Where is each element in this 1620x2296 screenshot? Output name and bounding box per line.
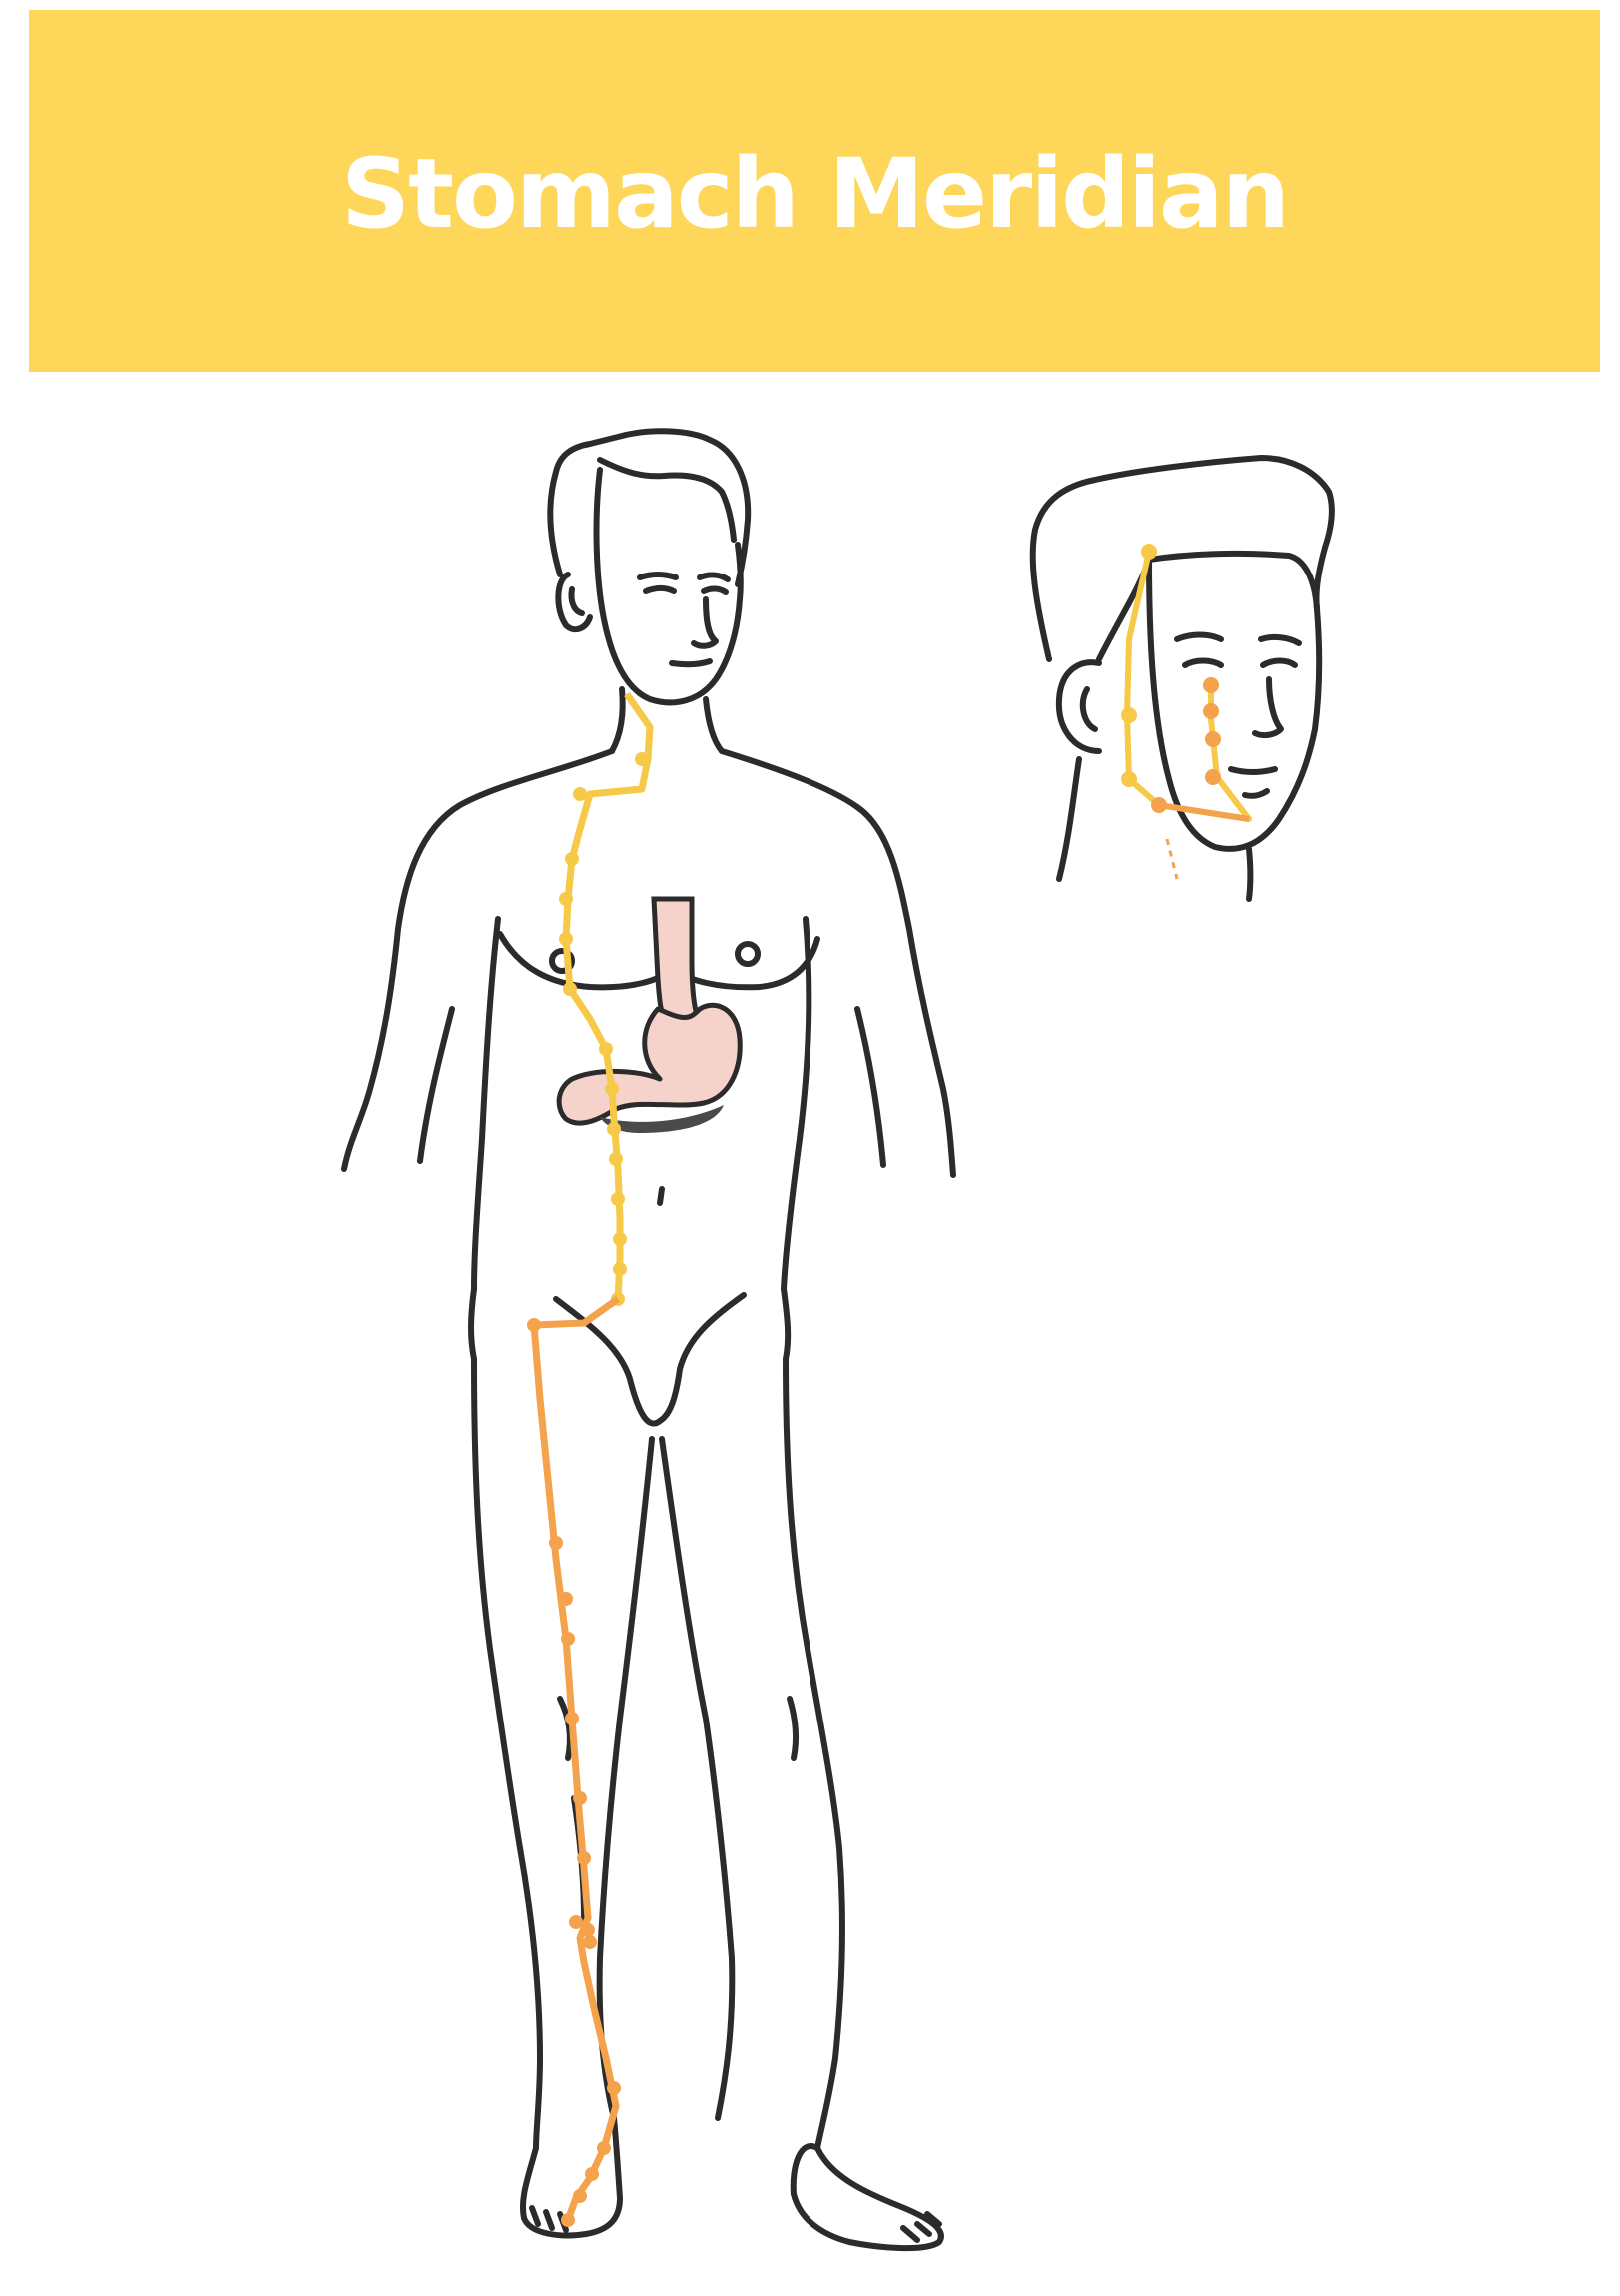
meridian-points-upper <box>559 752 649 1306</box>
body-brow-left <box>640 574 676 577</box>
body-navel <box>660 1189 662 1203</box>
body-face-outline <box>597 470 741 702</box>
head-nose <box>1255 679 1281 735</box>
body-neck-right <box>706 699 722 751</box>
body-hair-line <box>600 460 734 540</box>
body-knee-right <box>790 1699 796 1758</box>
body-eye-left <box>646 588 674 591</box>
body-hair-outline <box>550 431 748 584</box>
body-eye-right <box>704 588 726 592</box>
body-leg-outer-left <box>474 1359 540 2148</box>
body-ear-inner <box>571 589 582 613</box>
head-mouth <box>1231 769 1275 772</box>
body-arm-inner-left <box>420 1009 452 1161</box>
body-nipple-right <box>738 944 758 964</box>
body-torso-left <box>474 919 498 1289</box>
head-meridian-dash <box>1167 839 1177 879</box>
full-body-figure-icon <box>344 431 953 2248</box>
head-brow-right <box>1261 637 1299 643</box>
meridian-path-upper <box>559 694 650 1306</box>
head-meridian-line-lower <box>1159 805 1249 819</box>
body-hip-right <box>784 1289 788 1359</box>
body-leg-inner-left <box>600 1439 652 2118</box>
head-eye-left <box>1185 661 1221 666</box>
body-groin <box>556 1295 744 1424</box>
body-foot-right <box>794 2146 941 2248</box>
esophagus <box>654 899 700 1025</box>
head-eye-right <box>1263 661 1295 666</box>
body-nose <box>694 599 716 646</box>
body-arm-inner-right <box>857 1009 883 1165</box>
stomach-body <box>559 1005 740 1123</box>
body-mouth <box>672 661 710 664</box>
head-ear <box>1059 662 1099 751</box>
body-brow-right <box>700 575 728 579</box>
head-meridian-line <box>1127 552 1249 819</box>
body-neck-left <box>612 689 623 751</box>
head-profile-icon <box>1033 458 1332 899</box>
body-hip-left <box>471 1289 474 1359</box>
head-chin-line <box>1245 791 1267 796</box>
head-neck-left <box>1059 759 1079 879</box>
meridian-line-upper <box>566 694 650 1299</box>
head-ear-inner <box>1083 689 1095 729</box>
body-leg-inner-right <box>662 1439 732 2118</box>
head-neck-right <box>1249 849 1251 899</box>
head-meridian <box>1121 544 1249 879</box>
head-brow-left <box>1177 635 1221 640</box>
body-toes-left <box>532 2208 566 2230</box>
